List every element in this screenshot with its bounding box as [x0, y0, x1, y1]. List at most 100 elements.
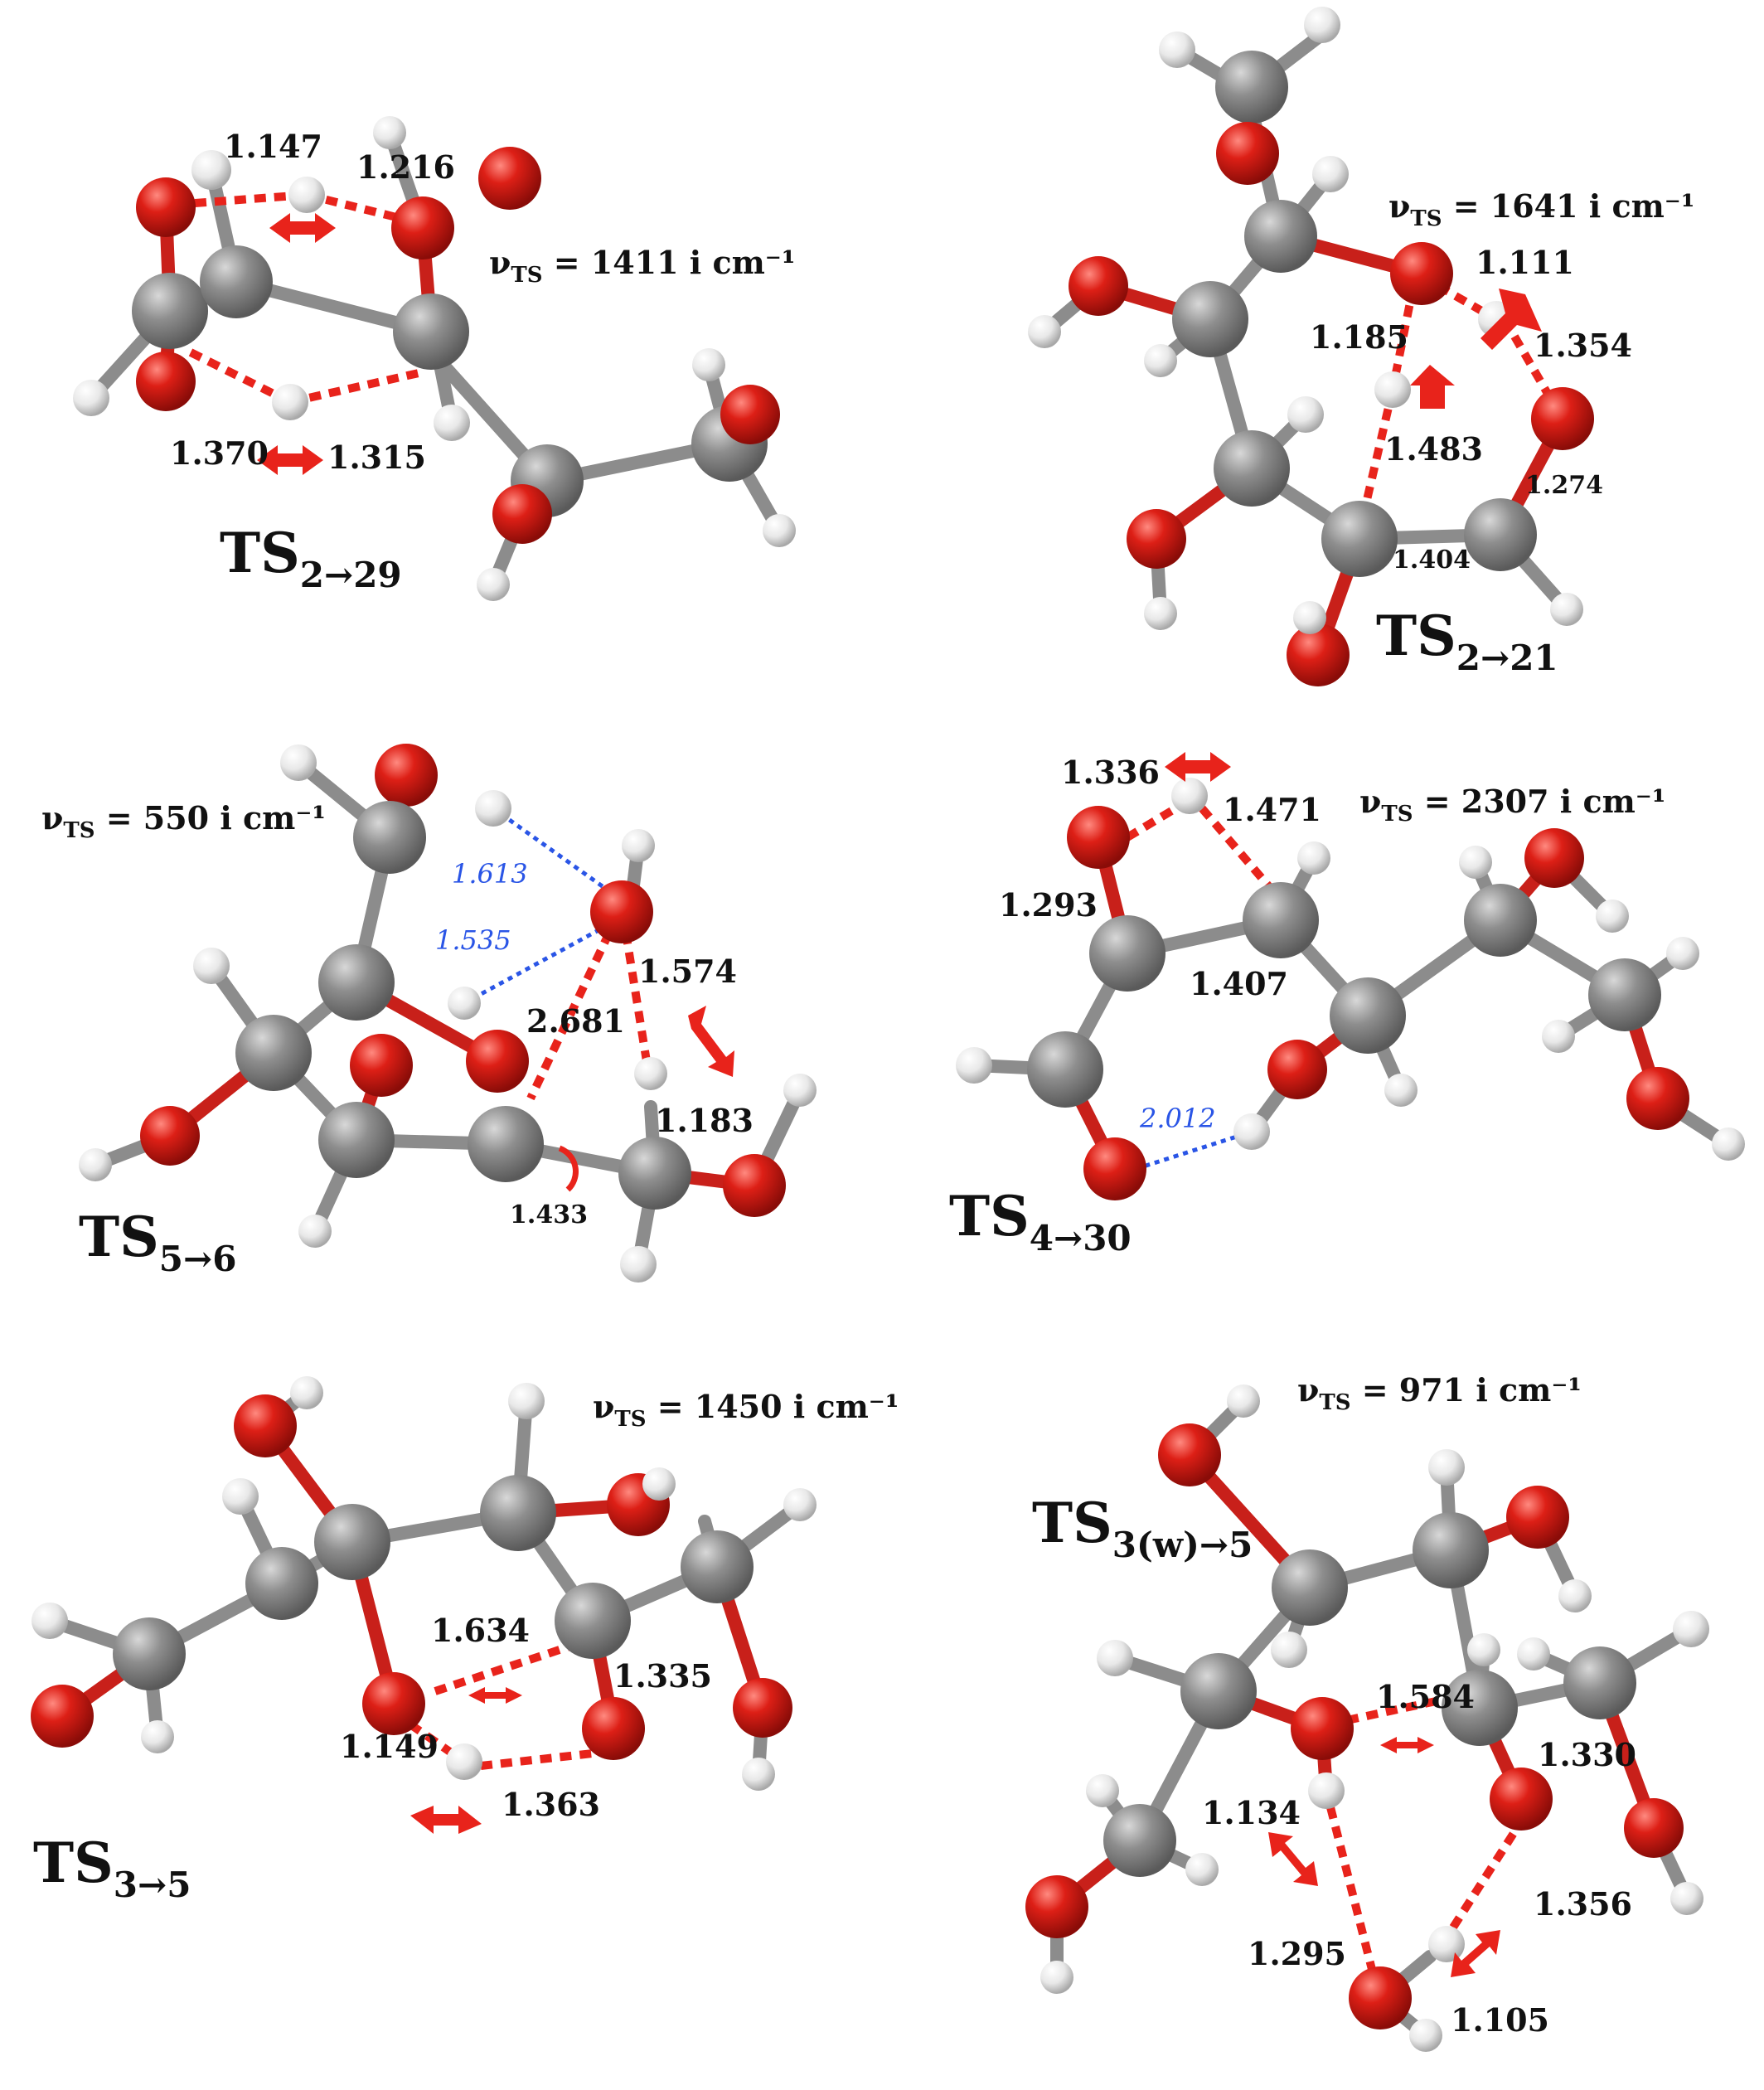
motion-arrow [468, 1687, 522, 1704]
carbon-atom [132, 273, 208, 349]
hydrogen-atom [1374, 371, 1411, 408]
carbon-atom [1027, 1031, 1103, 1108]
carbon-atom [618, 1137, 691, 1210]
carbon-atom [1563, 1646, 1636, 1719]
hydrogen-atom [298, 1215, 332, 1248]
hydrogen-atom [783, 1074, 817, 1107]
hydrogen-atom [1159, 32, 1195, 68]
motion-arrow [269, 213, 336, 243]
hydrogen-atom [1670, 1882, 1703, 1915]
distance-label: 1.147 [224, 128, 322, 165]
hydrogen-atom [1086, 1774, 1119, 1807]
hydrogen-atom [1384, 1074, 1418, 1107]
motion-arrow [1480, 289, 1542, 350]
oxygen-atom [733, 1678, 792, 1738]
hydrogen-atom [1271, 1632, 1307, 1668]
distance-label: 1.356 [1534, 1885, 1632, 1923]
oxygen-atom [1083, 1137, 1146, 1200]
oxygen-atom [1025, 1875, 1088, 1938]
distance-label: 1.134 [1202, 1794, 1301, 1831]
hydrogen-atom [222, 1478, 259, 1515]
hydrogen-atom [448, 987, 481, 1020]
carbon-atom [1172, 281, 1248, 357]
oxygen-atom [1069, 256, 1128, 316]
hydrogen-atom [1308, 1772, 1345, 1809]
distance-label: 1.433 [510, 1200, 588, 1229]
ts-title: TS2→21 [1376, 604, 1558, 678]
distance-label: 1.363 [502, 1786, 600, 1823]
motion-arrow [1268, 1832, 1318, 1886]
panel-ts-4-30: 1.336 1.471 1.293 1.407 2.012 νTS = 2307… [949, 752, 1745, 1258]
oxygen-atom [1524, 828, 1584, 888]
hydrogen-atom [1185, 1853, 1219, 1886]
hydrogen-atom [1040, 1961, 1073, 1994]
distance-label: 1.574 [638, 953, 737, 990]
oxygen-atom [478, 147, 541, 210]
hydrogen-atom [1712, 1127, 1745, 1161]
rotation-arrow [558, 1145, 579, 1192]
frequency-label: νTS = 1411 i cm⁻¹ [489, 244, 796, 288]
oxygen-atom [136, 352, 196, 411]
carbon-atom [1243, 882, 1319, 958]
oxygen-atom [1624, 1798, 1684, 1858]
distance-label: 1.274 [1525, 471, 1603, 500]
oxygen-atom [720, 385, 780, 444]
hydrogen-atom [475, 790, 511, 827]
carbon-atom [393, 293, 469, 370]
carbon-atom [1215, 51, 1288, 124]
hydrogen-atom [1293, 601, 1326, 634]
oxygen-atom [1267, 1040, 1327, 1099]
distance-label: 1.404 [1393, 546, 1471, 575]
carbon-atom [1442, 1670, 1518, 1746]
molecule-ts-5-6 [79, 744, 817, 1283]
molecule-ts-4-30 [956, 778, 1745, 1200]
hydrogen-atom [446, 1743, 482, 1780]
oxygen-atom [582, 1697, 645, 1760]
distance-label: 1.336 [1061, 754, 1160, 791]
motion-arrow [688, 1006, 734, 1077]
hydrogen-atom [477, 568, 510, 601]
hydrogen-atom [1171, 778, 1208, 814]
carbon-atom [200, 245, 273, 318]
molecule-ts-3-5 [31, 1376, 817, 1791]
ts-title: TS2→29 [220, 521, 402, 595]
distance-label: 1.584 [1376, 1678, 1475, 1715]
hydrogen-atom [1312, 156, 1349, 192]
panel-ts-5-6: 1.613 1.535 1.574 2.681 1.183 1.433 νTS … [41, 744, 817, 1283]
distance-label: 1.634 [431, 1612, 530, 1649]
carbon-atom [235, 1015, 312, 1091]
oxygen-atom [1349, 1966, 1412, 2029]
hydrogen-atom [1233, 1113, 1270, 1150]
hydrogen-atom [191, 150, 231, 190]
oxygen-atom [31, 1685, 94, 1748]
hydrogen-atom [742, 1758, 775, 1791]
oxygen-atom [234, 1394, 297, 1457]
oxygen-atom [492, 484, 552, 544]
hydrogen-atom [1673, 1611, 1709, 1647]
hydrogen-atom [763, 514, 796, 547]
hydrogen-atom [1459, 846, 1492, 879]
molecule-ts-2-21 [1028, 7, 1594, 686]
distance-label: 1.183 [655, 1102, 754, 1139]
distance-label: 1.354 [1534, 327, 1632, 364]
oxygen-atom [1287, 623, 1350, 686]
motion-arrow [1410, 365, 1455, 409]
carbon-atom [1180, 1653, 1257, 1729]
hydrogen-atom [280, 744, 317, 781]
hydrogen-atom [1467, 1633, 1500, 1666]
hydrogen-atom [1297, 841, 1330, 875]
ts-title: TS5→6 [79, 1205, 236, 1279]
distance-label: 1.111 [1476, 244, 1574, 281]
carbon-atom [1413, 1512, 1489, 1588]
distance-label: 1.471 [1223, 791, 1321, 828]
hydrogen-atom [1558, 1579, 1592, 1612]
oxygen-atom [1127, 509, 1186, 569]
frequency-label: νTS = 2307 i cm⁻¹ [1359, 783, 1666, 827]
hydrogen-atom [288, 177, 325, 213]
oxygen-atom [1490, 1768, 1553, 1831]
hydrogen-atom [1409, 2019, 1442, 2052]
motion-arrow [1165, 752, 1231, 782]
carbon-atom [1272, 1549, 1348, 1626]
distance-label: 1.295 [1248, 1935, 1346, 1972]
